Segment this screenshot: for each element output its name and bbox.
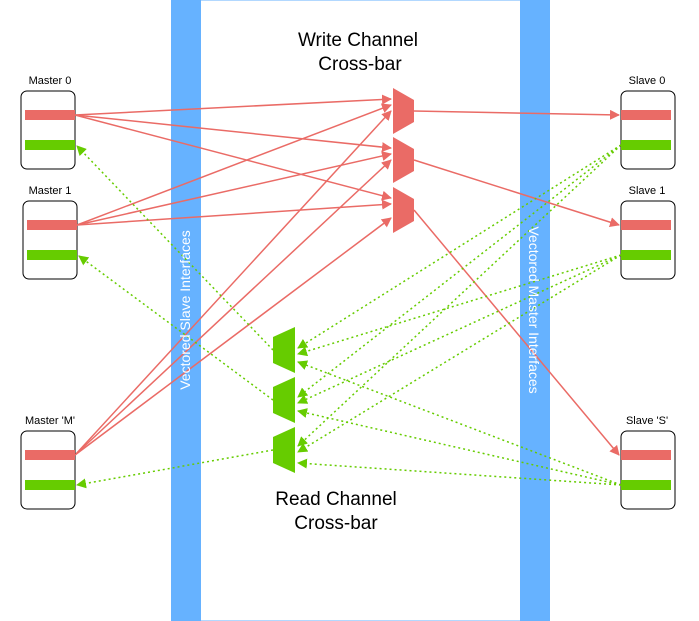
write-crossbar-title-line2: Cross-bar [318,54,402,75]
read-line-rmux1-m1 [78,255,274,401]
slave-1-box [620,200,676,280]
read-crossbar-title-line2: Cross-bar [294,513,378,534]
read-mux-0 [273,327,295,373]
master-1-box [22,200,78,280]
write-line-mux2-ss [413,209,620,456]
slave-0-label: Slave 0 [629,75,666,87]
master-0-write-port [25,110,75,120]
slave-s-label: Slave 'S' [626,415,668,427]
master-0-box [20,90,76,170]
write-line-mux1-s1 [413,159,620,228]
read-line-rmux2-mm [76,449,274,489]
slave-s-write-port [621,450,671,460]
read-line-ss-rmux2 [297,458,622,486]
write-line-m0-mux1 [74,114,392,153]
slave-0-box [620,90,676,170]
write-line-mm-mux1 [74,159,392,456]
master-1-label: Master 1 [29,185,72,197]
read-line-s0-rmux0 [297,144,622,349]
write-muxes [393,88,414,233]
slave-1-label: Slave 1 [629,185,666,197]
slave-s-box [620,430,676,510]
slave-s-read-port [621,480,671,490]
write-line-mux0-s0 [413,109,620,120]
write-mux-0 [393,88,414,134]
write-line-m1-mux2 [76,199,392,226]
slave-0-write-port [621,110,671,120]
slave-1-read-port [621,250,671,260]
master-m-write-port [25,450,75,460]
read-line-s0-rmux1 [297,144,622,398]
master-interfaces-label: Vectored Master Interfaces [526,226,542,393]
slave-0-read-port [621,140,671,150]
master-m-read-port [25,480,75,490]
master-m-box [20,430,76,510]
read-line-s1-rmux1 [297,254,622,404]
write-connections [74,94,620,456]
write-line-m1-mux1 [76,151,392,226]
read-line-s1-rmux2 [297,254,622,453]
read-line-rmux0-m0 [76,145,274,351]
read-mux-1 [273,377,295,423]
slave-interfaces-label: Vectored Slave Interfaces [177,230,193,390]
master-0-read-port [25,140,75,150]
master-m-label: Master 'M' [25,415,75,427]
write-line-m0-mux0 [74,94,392,116]
write-line-m0-mux2 [74,114,392,201]
write-line-mm-mux0 [74,110,392,456]
slave-1-write-port [621,220,671,230]
read-crossbar-title-line1: Read Channel [275,489,396,510]
slave-interfaces-bar [171,0,201,621]
read-connections [76,144,622,489]
read-line-s0-rmux2 [297,144,622,447]
master-0-label: Master 0 [29,75,72,87]
read-mux-2 [273,427,295,473]
read-muxes [273,327,295,473]
read-line-ss-rmux1 [297,408,622,486]
write-line-m1-mux0 [76,103,392,226]
master-interfaces-bar [520,0,550,621]
write-mux-1 [393,137,414,183]
write-line-mm-mux2 [74,217,392,456]
write-mux-2 [393,187,414,233]
master-1-write-port [27,220,77,230]
write-crossbar-title-line1: Write Channel [298,30,418,51]
master-1-read-port [27,250,77,260]
crossbar-region [199,0,523,621]
read-line-s1-rmux0 [297,254,622,357]
